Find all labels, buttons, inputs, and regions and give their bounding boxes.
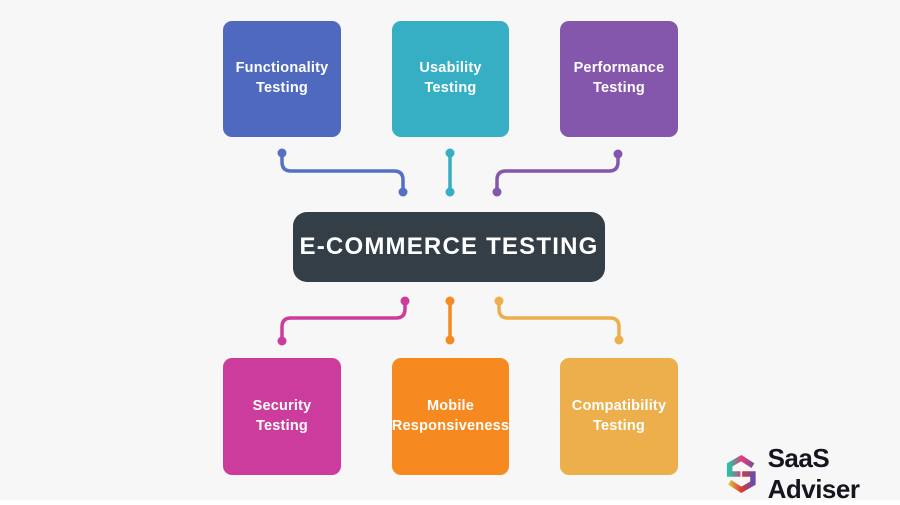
node-label: Compatibility Testing bbox=[571, 397, 667, 434]
saas-adviser-hex-s-icon bbox=[726, 455, 756, 493]
center-node-ecommerce-testing: E-COMMERCE TESTING bbox=[293, 212, 605, 282]
node-performance-testing: Performance Testing bbox=[560, 21, 678, 137]
connector-security bbox=[277, 296, 410, 346]
connector-compatibility bbox=[494, 296, 624, 345]
connector-mobile bbox=[445, 296, 455, 345]
connector-usability bbox=[445, 148, 455, 197]
node-mobile-responsiveness: Mobile Responsiveness bbox=[392, 358, 509, 475]
brand-name: SaaS Adviser bbox=[767, 443, 860, 504]
node-usability-testing: Usability Testing bbox=[392, 21, 509, 137]
node-compatibility-testing: Compatibility Testing bbox=[560, 358, 678, 475]
node-label: Performance Testing bbox=[573, 60, 665, 96]
connector-functionality bbox=[277, 148, 408, 197]
node-label: Functionality Testing bbox=[235, 60, 329, 96]
connector-performance bbox=[492, 149, 623, 197]
diagram-title: E-COMMERCE TESTING bbox=[299, 233, 599, 260]
node-functionality-testing: Functionality Testing bbox=[223, 21, 341, 137]
brand-logo: SaaS Adviser bbox=[723, 443, 900, 505]
node-label: Usability Testing bbox=[419, 60, 482, 96]
node-security-testing: Security Testing bbox=[223, 358, 341, 475]
node-label: Security Testing bbox=[252, 397, 312, 434]
node-label: Mobile Responsiveness bbox=[391, 397, 510, 434]
